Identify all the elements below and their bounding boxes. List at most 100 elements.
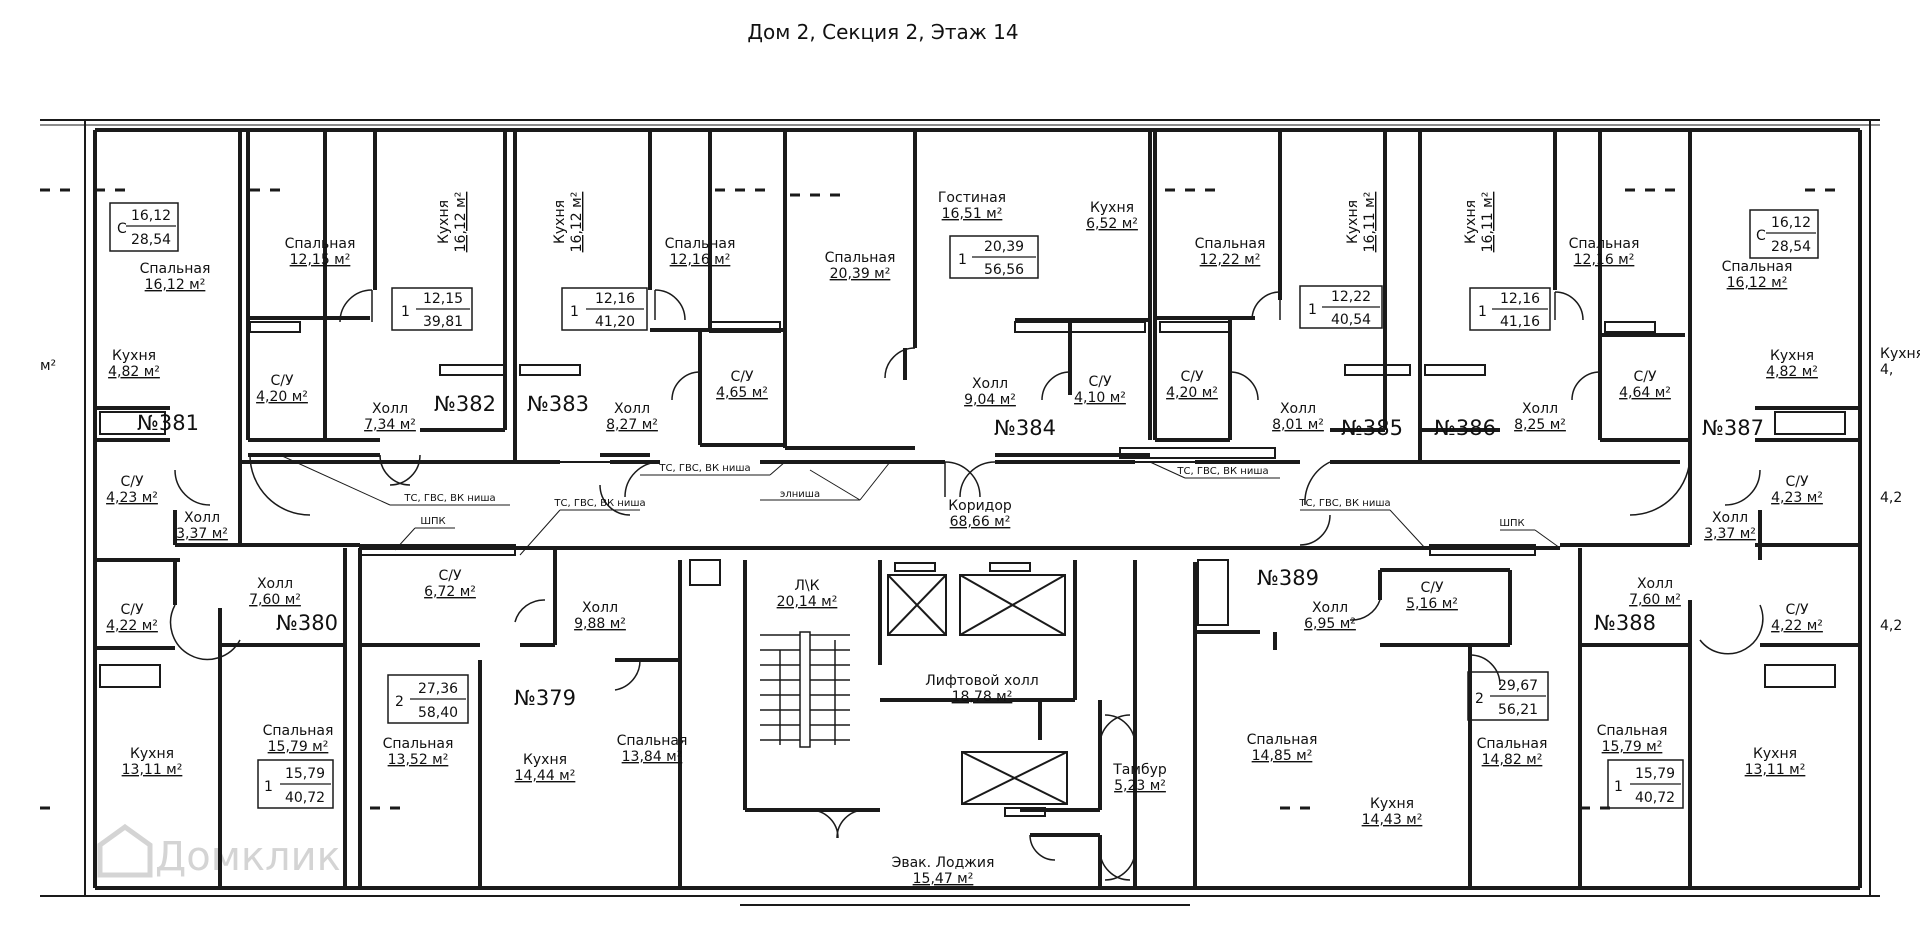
room-area: 3,37 м² [176, 526, 228, 542]
apt-381-living: 16,12 [131, 208, 171, 224]
apt-379-type: 2 [395, 694, 404, 710]
room-name: Тамбур [1112, 762, 1167, 778]
room-area: 14,44 м² [515, 768, 576, 784]
apt-380-info: 1 15,79 40,72 [264, 766, 325, 806]
apt-389-type: 2 [1475, 691, 1484, 707]
apt-386-info: 1 12,16 41,16 [1478, 291, 1540, 330]
apt-380-type: 1 [264, 779, 273, 795]
room-name: Кухня [1090, 200, 1134, 216]
room-area: 20,39 м² [830, 266, 891, 282]
room-area: 4,64 м² [1619, 385, 1671, 401]
room-area: 8,27 м² [606, 417, 658, 433]
apt-388-total: 40,72 [1635, 790, 1675, 806]
room-name: С/У [1785, 602, 1808, 618]
apt-382-info: 1 12,15 39,81 [401, 291, 463, 330]
room-area: 16,12 м² [145, 277, 206, 293]
room-name: Холл [614, 401, 650, 417]
room-area: 13,84 м² [622, 749, 683, 765]
room-name: Эвак. Лоджия [892, 855, 995, 871]
lift-shafts [887, 562, 1068, 817]
room-name: Холл [1280, 401, 1316, 417]
room-area: 4,82 м² [108, 364, 160, 380]
room-name: Холл [582, 600, 618, 616]
apt-384-type: 1 [958, 252, 967, 268]
apt-389-living: 29,67 [1498, 678, 1538, 694]
apt-number: №380 [276, 611, 338, 635]
apt-number: №389 [1257, 566, 1319, 590]
watermark-logo-icon [97, 823, 153, 878]
room-name: Спальная [383, 736, 454, 752]
apt-number: №388 [1594, 611, 1656, 635]
room-name: Спальная [1247, 732, 1318, 748]
apt-388-living: 15,79 [1635, 766, 1675, 782]
room-name: Спальная [1477, 736, 1548, 752]
window-marks [40, 188, 1835, 810]
info-box-dividers [126, 225, 1816, 785]
room-labels: Спальная 16,12 м² Кухня 4,82 м² С/У 4,23… [106, 190, 1823, 887]
room-area: 4,23 м² [106, 490, 158, 506]
kitchen-counters [99, 321, 1846, 688]
apt-386-living: 12,16 [1500, 291, 1540, 307]
apt-385-living: 12,22 [1331, 289, 1371, 305]
apt-382-type: 1 [401, 304, 410, 320]
room-area: 9,04 м² [964, 392, 1016, 408]
apt-384-living: 20,39 [984, 239, 1024, 255]
room-name: Кухня [436, 200, 452, 244]
edge-label: Кухня [1880, 346, 1920, 362]
apt-381-type: С [117, 221, 127, 237]
room-area: 6,52 м² [1086, 216, 1138, 232]
room-name: Холл [972, 376, 1008, 392]
room-area: 3,37 м² [1704, 526, 1756, 542]
room-area: 7,60 м² [249, 592, 301, 608]
room-area: 12,16 м² [1574, 252, 1635, 268]
room-name: Спальная [825, 250, 896, 266]
room-area: 4,23 м² [1771, 490, 1823, 506]
room-area: 6,95 м² [1304, 616, 1356, 632]
apt-387-type: С [1756, 228, 1766, 244]
apt-383-type: 1 [570, 304, 579, 320]
niche-tags: ТС, ГВС, ВК ниша ТС, ГВС, ВК ниша ТС, ГВ… [403, 463, 1524, 529]
apt-388-type: 1 [1614, 779, 1623, 795]
room-name: С/У [1633, 369, 1656, 385]
room-area: 15,47 м² [913, 871, 974, 887]
room-name: С/У [438, 568, 461, 584]
info-boxes [109, 202, 1819, 809]
apt-number: №385 [1341, 416, 1403, 440]
room-name: Спальная [263, 723, 334, 739]
apt-384-info: 1 20,39 56,56 [958, 239, 1024, 278]
room-area: 16,11 м² [1362, 192, 1378, 253]
room-name: С/У [270, 373, 293, 389]
room-name: Холл [257, 576, 293, 592]
room-name: Спальная [1195, 236, 1266, 252]
room-name: Спальная [617, 733, 688, 749]
room-area: 16,12 м² [1727, 275, 1788, 291]
edge-labels: м² Кухня 4, 4,2 4,2 [40, 346, 1920, 634]
room-area: 8,01 м² [1272, 417, 1324, 433]
room-name: Холл [1712, 510, 1748, 526]
tag-label: ТС, ГВС, ВК ниша [1298, 498, 1390, 509]
room-name: Кухня [1463, 200, 1479, 244]
room-area: 16,12 м² [569, 192, 585, 253]
apt-number: №384 [994, 416, 1056, 440]
apt-387-info: С 16,12 28,54 [1756, 215, 1811, 255]
apt-379-total: 58,40 [418, 705, 458, 721]
room-area: 5,23 м² [1114, 778, 1166, 794]
room-area: 68,66 м² [950, 514, 1011, 530]
tag-label: ТС, ГВС, ВК ниша [553, 498, 645, 509]
apartment-info: С 16,12 28,54 1 12,15 39,81 1 12,16 41,2… [117, 208, 1811, 806]
room-area: 12,16 м² [670, 252, 731, 268]
room-name: Кухня [130, 746, 174, 762]
apt-number: №383 [527, 392, 589, 416]
room-area: 16,11 м² [1480, 192, 1496, 253]
apt-385-type: 1 [1308, 302, 1317, 318]
leader-lines [279, 454, 1561, 556]
room-area: 14,82 м² [1482, 752, 1543, 768]
apt-number: №387 [1702, 416, 1764, 440]
apt-386-type: 1 [1478, 304, 1487, 320]
room-area: 4,82 м² [1766, 364, 1818, 380]
room-name: Кухня [1770, 348, 1814, 364]
room-area: 4,10 м² [1074, 390, 1126, 406]
walls [40, 119, 1880, 906]
room-name: С/У [1088, 374, 1111, 390]
room-name: Спальная [665, 236, 736, 252]
